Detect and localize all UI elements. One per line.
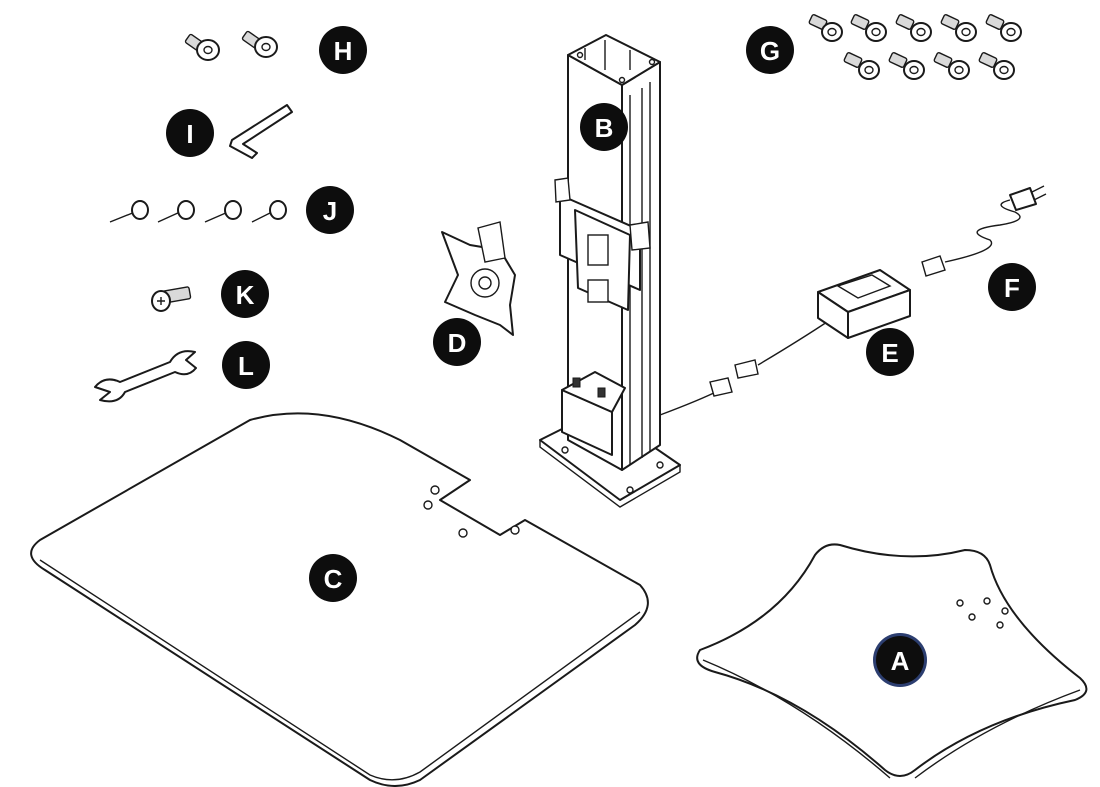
power-adapter-icon — [817, 269, 911, 339]
label-b: B — [580, 103, 628, 151]
label-a: A — [873, 633, 927, 687]
label-i-text: I — [186, 119, 193, 149]
label-g: G — [746, 26, 794, 74]
bolt-set-icon — [808, 14, 1022, 80]
screw-icon — [151, 286, 192, 312]
label-h: H — [319, 26, 367, 74]
label-l: L — [222, 341, 270, 389]
label-d-text: D — [448, 328, 467, 358]
label-l-text: L — [238, 351, 254, 381]
label-i: I — [166, 109, 214, 157]
thumb-screw-icon — [109, 200, 287, 223]
label-c-text: C — [324, 564, 343, 594]
label-h-text: H — [334, 36, 353, 66]
vesa-bracket-icon — [441, 221, 516, 336]
label-e-text: E — [881, 338, 898, 368]
label-a-text: A — [891, 646, 910, 676]
cable-icon — [659, 319, 831, 416]
label-e: E — [866, 328, 914, 376]
label-b-text: B — [595, 113, 614, 143]
label-f: F — [988, 263, 1036, 311]
label-j: J — [306, 186, 354, 234]
label-k: K — [221, 270, 269, 318]
label-f-text: F — [1004, 273, 1020, 303]
power-cord-icon — [921, 185, 1047, 277]
label-k-text: K — [236, 280, 255, 310]
wrench-icon — [94, 350, 197, 403]
column-icon — [539, 34, 681, 508]
label-d: D — [433, 318, 481, 366]
label-c: C — [309, 554, 357, 602]
label-j-text: J — [323, 196, 337, 226]
label-g-text: G — [760, 36, 780, 66]
flat-screw-icon — [184, 30, 278, 61]
allen-key-icon — [229, 104, 293, 159]
